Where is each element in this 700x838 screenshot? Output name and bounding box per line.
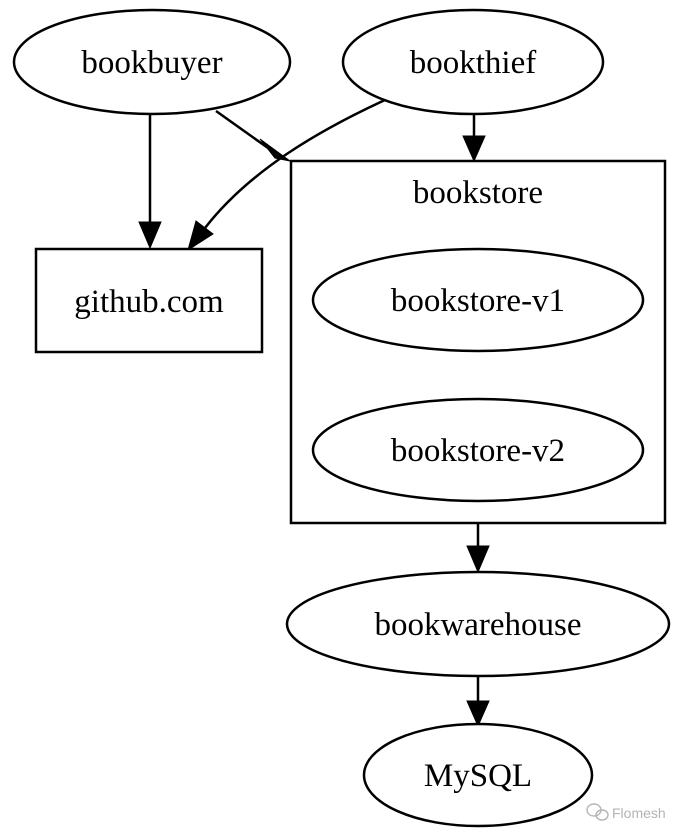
node-mysql-shape <box>362 722 594 828</box>
node-bookthief-shape <box>341 8 605 116</box>
node-bookstore-v1-shape <box>311 247 645 353</box>
node-mysql: MySQL <box>362 722 594 828</box>
bookstore-cluster-label: bookstore <box>413 175 543 211</box>
node-bookthief-label: bookthief <box>410 45 536 81</box>
node-bookbuyer-label: bookbuyer <box>81 45 222 81</box>
watermark-text: Flomesh <box>612 805 666 821</box>
arrowhead-bookthief-to-github <box>187 220 214 252</box>
watermark: Flomesh <box>586 803 666 821</box>
node-bookwarehouse-label: bookwarehouse <box>374 607 581 643</box>
node-github-label: github.com <box>74 284 224 320</box>
node-bookstore-v1: bookstore-v1 <box>311 247 645 353</box>
wechat-icon <box>586 803 609 821</box>
node-bookwarehouse-shape <box>285 570 671 678</box>
node-bookbuyer-shape <box>12 8 292 116</box>
node-bookthief: bookthief <box>341 8 605 116</box>
arrowhead-bookstore-to-bookwarehouse <box>466 545 490 574</box>
node-bookwarehouse: bookwarehouse <box>285 570 671 678</box>
edge-bookthief-to-github <box>204 98 386 229</box>
node-bookstore-v2-shape <box>311 397 645 503</box>
node-bookstore-v2: bookstore-v2 <box>311 397 645 503</box>
edges <box>138 98 490 728</box>
arrowhead-bookwarehouse-to-mysql <box>466 700 490 728</box>
node-mysql-label: MySQL <box>424 758 532 794</box>
node-bookbuyer: bookbuyer <box>12 8 292 116</box>
node-github-shape <box>34 247 264 354</box>
node-bookstore-v1-label: bookstore-v1 <box>391 283 565 319</box>
arrowhead-bookbuyer-to-bookstore <box>259 138 291 162</box>
arrowhead-bookthief-to-bookstore <box>462 135 486 163</box>
arrowhead-bookbuyer-to-github <box>138 221 162 250</box>
edge-bookbuyer-to-bookstore <box>215 109 269 150</box>
node-github: github.com <box>34 247 264 354</box>
node-bookstore-v2-label: bookstore-v2 <box>391 433 565 469</box>
